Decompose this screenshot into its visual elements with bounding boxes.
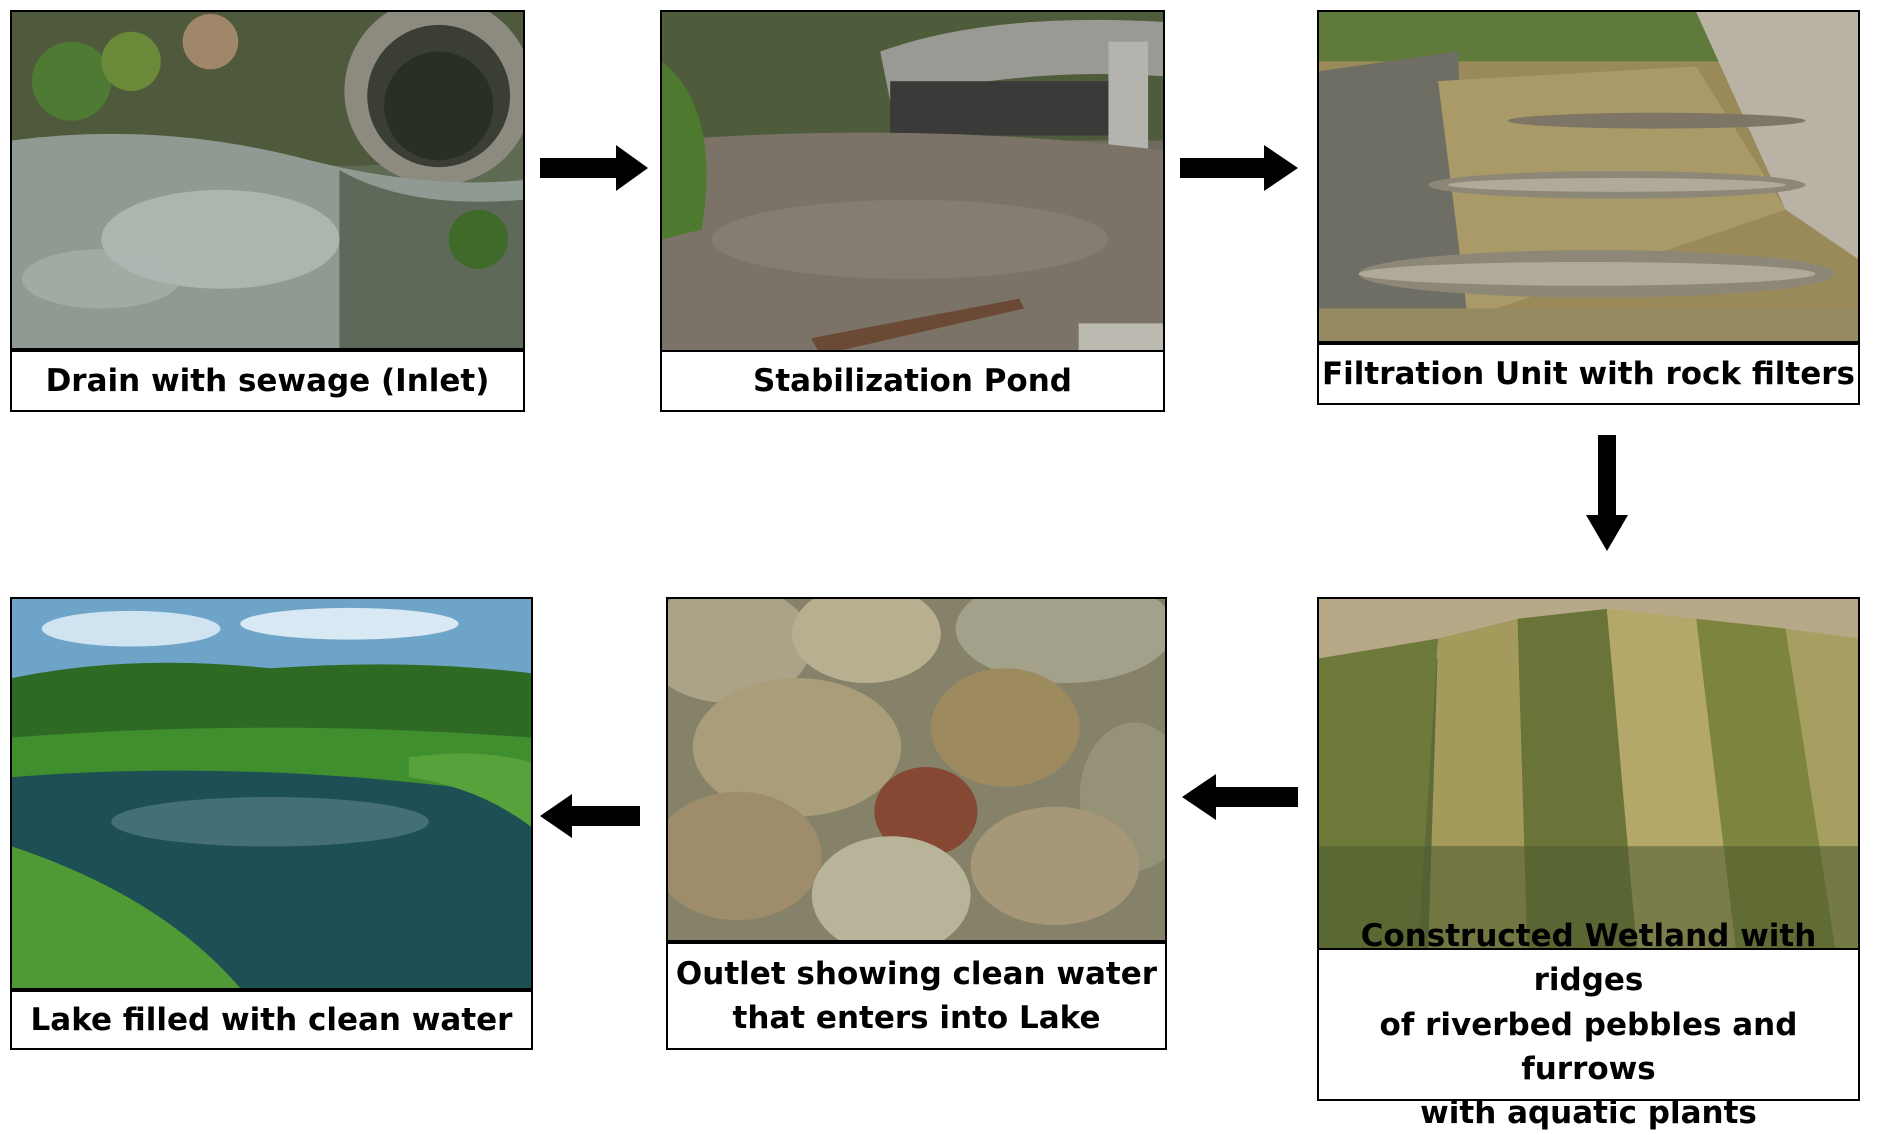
lake-image <box>12 599 531 988</box>
step-caption-pond: Stabilization Pond <box>660 350 1165 412</box>
drain-photo <box>10 10 525 350</box>
arrow-down-icon <box>1586 435 1628 551</box>
drain-image <box>12 12 523 348</box>
step-caption-drain: Drain with sewage (Inlet) <box>10 350 525 412</box>
filtration-image <box>1319 12 1858 341</box>
step-caption-lake: Lake filled with clean water <box>10 990 533 1050</box>
pond-image <box>662 12 1163 355</box>
arrow-right-icon <box>540 145 648 191</box>
wetland-photo <box>1317 597 1860 950</box>
arrow-left-icon <box>540 794 640 838</box>
step-caption-wetland: Constructed Wetland with ridges of river… <box>1317 918 1860 1131</box>
lake-photo <box>10 597 533 990</box>
pond-photo <box>660 10 1165 357</box>
arrow-right-icon <box>1180 145 1298 191</box>
outlet-photo <box>666 597 1167 942</box>
step-caption-filtration: Filtration Unit with rock filters <box>1317 343 1860 405</box>
outlet-image <box>668 599 1165 940</box>
filtration-photo <box>1317 10 1860 343</box>
arrow-left-icon <box>1182 774 1298 820</box>
step-caption-outlet: Outlet showing clean water that enters i… <box>666 942 1167 1050</box>
wetland-image <box>1319 599 1858 948</box>
